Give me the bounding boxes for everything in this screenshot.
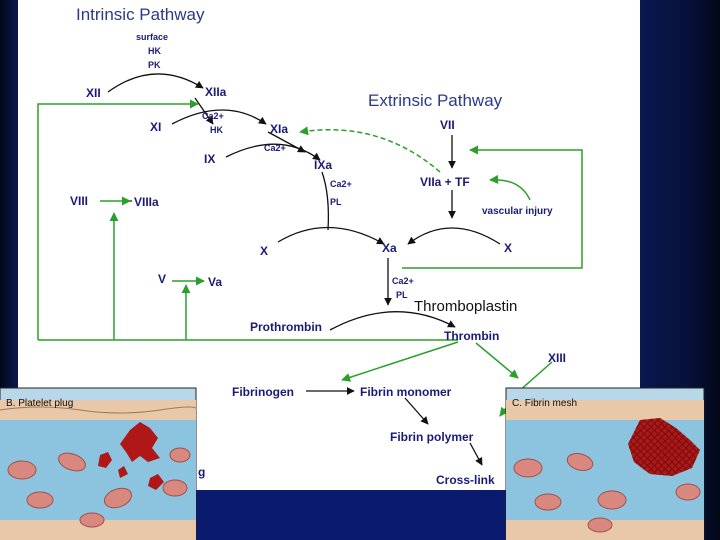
arrow-ix-to-ixa	[225, 143, 321, 161]
inset-b-red-cells	[7, 447, 191, 528]
inset-c-fibrin-clot	[628, 418, 700, 476]
arrow-x-to-xa-intrinsic	[277, 226, 385, 245]
arrow-x-to-xa-extrinsic	[407, 227, 501, 245]
arrow-polymer-to-crosslink	[469, 442, 483, 466]
arrow-xa-feedback-vii	[402, 145, 583, 269]
factor-fibrin-polymer: Fibrin polymer	[390, 430, 474, 444]
arrow-viia-to-xia-dashed	[299, 126, 441, 173]
factor-xii: XII	[86, 86, 101, 100]
factor-thrombin: Thrombin	[444, 329, 499, 343]
arrow-xii-to-xiia	[107, 73, 204, 93]
label-thromboplastin: Thromboplastin	[414, 298, 517, 315]
factor-xa: Xa	[382, 241, 397, 255]
inset-b-vessel-wall-top	[0, 400, 196, 420]
factor-xia: XIa	[270, 122, 288, 136]
factor-v: V	[158, 272, 166, 286]
inset-platelet-plug: B. Platelet plug	[0, 387, 197, 540]
inset-b-label: B. Platelet plug	[6, 398, 73, 409]
cofactor-ca-4: Ca2+	[392, 276, 414, 286]
label-vascular-injury: vascular injury	[482, 206, 553, 217]
factor-cross-link: Cross-link	[436, 473, 495, 487]
partial-text-g: g	[198, 465, 205, 479]
inset-b-wall-line	[0, 406, 197, 414]
factor-fibrin-monomer: Fibrin monomer	[360, 385, 452, 399]
factor-viii: VIII	[70, 194, 88, 208]
factor-fibrinogen: Fibrinogen	[232, 385, 294, 399]
factor-prothrombin: Prothrombin	[250, 320, 322, 334]
arrow-thrombin-to-fibrinogen	[341, 341, 459, 382]
arrow-xi-to-xia	[171, 109, 267, 125]
factor-xi: XI	[150, 120, 161, 134]
arrow-xia-catalyzes	[267, 131, 306, 153]
intrinsic-pathway-title: Intrinsic Pathway	[76, 5, 205, 24]
extrinsic-pathway-title: Extrinsic Pathway	[368, 91, 503, 110]
factor-ix: IX	[204, 152, 215, 166]
cofactor-ca-2: Ca2+	[264, 143, 286, 153]
factor-vii: VII	[440, 118, 455, 132]
inset-c-vessel-wall-top	[506, 400, 704, 420]
factor-x-right: X	[504, 241, 512, 255]
inset-b-platelet-clot	[98, 422, 164, 490]
factor-xiii: XIII	[548, 351, 566, 365]
inset-b-vessel-wall-bottom	[0, 520, 196, 540]
cofactor-ca-1: Ca2+	[202, 111, 224, 121]
cofactor-pl-2: PL	[396, 290, 408, 300]
slide-background-bottom	[196, 490, 506, 540]
cofactor-hk-2: HK	[210, 125, 223, 135]
factor-va: Va	[208, 275, 222, 289]
arrow-ixa-down	[321, 171, 330, 231]
arrow-thrombin-to-xiii	[475, 342, 519, 379]
factor-viiia: VIIIa	[134, 195, 159, 209]
arrow-thrombin-feedback-xi	[37, 99, 199, 340]
arrow-prothrombin-to-thrombin	[329, 311, 456, 331]
cofactor-hk-1: HK	[148, 46, 161, 56]
factor-ixa: IXa	[314, 158, 332, 172]
inset-fibrin-mesh: C. Fibrin mesh	[505, 387, 705, 540]
inset-c-red-cells	[513, 453, 701, 533]
cofactor-surface: surface	[136, 32, 168, 42]
cofactor-pk: PK	[148, 60, 161, 70]
arrow-injury-to-viia	[489, 174, 531, 201]
factor-viia-tf: VIIa + TF	[420, 175, 470, 189]
inset-c-label: C. Fibrin mesh	[512, 398, 577, 409]
cofactor-pl-1: PL	[330, 197, 342, 207]
arrow-monomer-to-polymer	[404, 397, 429, 425]
feedback-arrows	[37, 99, 583, 417]
cofactor-ca-3: Ca2+	[330, 179, 352, 189]
factor-x-left: X	[260, 244, 268, 258]
factor-xiia: XIIa	[205, 85, 227, 99]
